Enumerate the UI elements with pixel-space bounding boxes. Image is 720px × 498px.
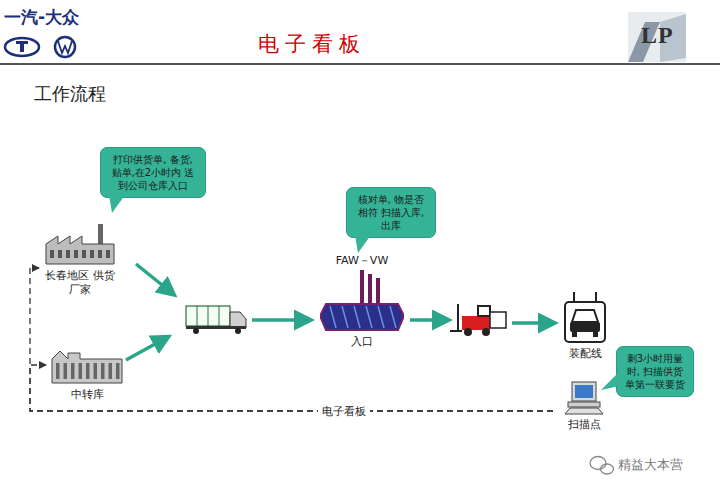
callout-text: 核对单, 物是否相符 扫描入库, 出库 (353, 193, 429, 232)
callout-note: 剩3小时用量 时, 扫描供货 单第一联要货 (616, 346, 694, 397)
watermark: 精益大本营 (618, 456, 683, 474)
node-label: 扫描点 (568, 418, 601, 432)
car-icon (562, 292, 608, 344)
callout-tail (601, 372, 621, 392)
supplier-node: 长春地区 供货厂家 (40, 222, 120, 297)
section-heading: 工作流程 (34, 82, 106, 106)
plant-icon (320, 270, 404, 332)
warehouse-node: 中转库 (47, 347, 127, 402)
brand-name: 一汽-大众 (4, 6, 79, 29)
plant-node: FAW－VW 入口 (316, 254, 408, 349)
lp-logo (628, 12, 686, 62)
page-title: 电子看板 (258, 30, 366, 58)
vw-logo (55, 37, 75, 57)
callout-note: 核对单, 物是否相符 扫描入库, 出库 (346, 187, 436, 238)
logo-text: LP (641, 22, 674, 49)
node-label: 入口 (351, 335, 373, 349)
factory-icon (44, 222, 116, 266)
node-label: 长春地区 供货厂家 (40, 269, 120, 297)
faw-logo (5, 38, 39, 56)
edge-label: 电子看板 (318, 404, 370, 419)
callout-text: 打印供货单, 备货, 贴单,在2小时内 送到公司仓库入口 (107, 153, 199, 192)
callout-tail (355, 235, 375, 255)
callout-note: 打印供货单, 备货, 贴单,在2小时内 送到公司仓库入口 (100, 147, 206, 198)
dashed-connector (30, 268, 553, 411)
computer-icon (564, 381, 604, 415)
header-rule (0, 63, 720, 65)
flow-arrows (126, 264, 552, 360)
truck (186, 306, 246, 334)
scan-node: 扫描点 (555, 381, 613, 432)
node-label: 装配线 (569, 347, 602, 361)
node-heading: FAW－VW (336, 254, 389, 268)
node-label: 中转库 (71, 388, 104, 402)
forklift (450, 304, 506, 336)
assembly-node: 装配线 (556, 292, 614, 361)
callout-text: 剩3小时用量 时, 扫描供货 单第一联要货 (623, 352, 687, 391)
watermark-icon (590, 457, 614, 475)
warehouse-icon (50, 347, 124, 385)
callout-tail (109, 195, 129, 215)
